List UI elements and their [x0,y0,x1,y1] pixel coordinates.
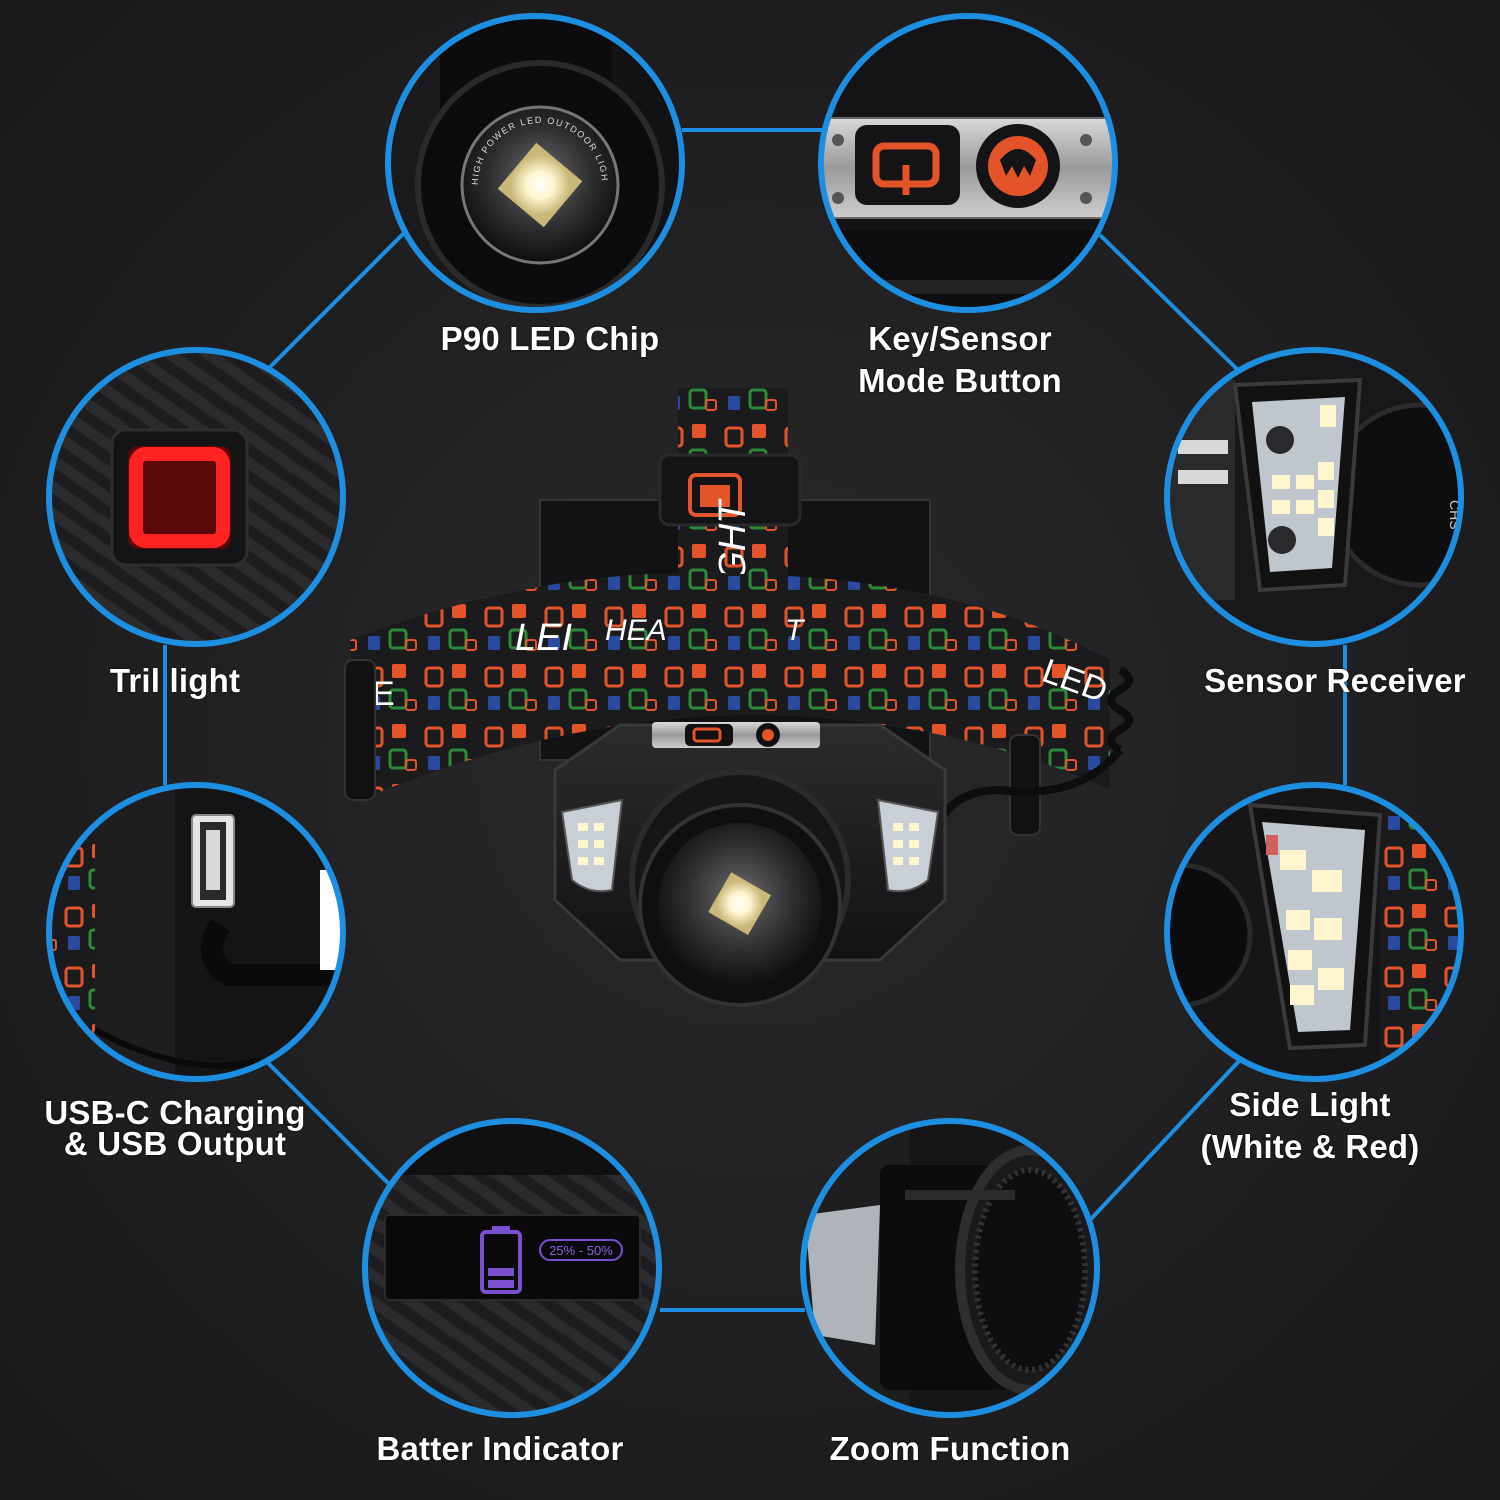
label-tail-light: Tril light [20,660,330,702]
circle-tail-light [46,347,346,647]
label-line: Batter Indicator [376,1430,624,1467]
main-led-chip [708,872,772,936]
label-line: Sensor Receiver [1204,662,1466,699]
p90-chip-icon [497,142,583,228]
usb-c-cable-icon [201,919,343,986]
label-zoom-function: Zoom Function [790,1428,1110,1470]
right-side-light [876,798,940,893]
left-side-light [560,798,624,893]
label-line: P90 LED Chip [440,320,660,357]
label-key-sensor-mode-button: Key/Sensor Mode Button [795,318,1125,402]
strap-print-side-left: E [372,675,395,713]
headlamp-product: DLIGHT LEI HEA T LED E [344,388,1133,1007]
circle-side-light [1164,782,1464,1082]
label-p90-led-chip: P90 LED Chip [385,318,715,360]
strap-print-center: HEA [605,614,667,647]
circle-p90-led-chip: HIGH POWER LED OUTDOOR LIGHT · CE ROHS F… [385,13,685,313]
connector-lines [163,128,1347,1312]
label-line: Mode Button [858,362,1062,400]
label-line: Zoom Function [829,1430,1071,1467]
label-usb-charging: USB-C Charging & USB Output [10,1094,340,1163]
label-sensor-receiver: Sensor Receiver [1180,660,1490,702]
label-line: Side Light [1229,1086,1391,1123]
strap-print-right: T [785,614,806,647]
label-line: USB-C Charging [44,1094,306,1131]
side-light-leds-icon [1280,850,1344,1005]
label-line: (White & Red) [1200,1128,1420,1166]
head-band [350,572,1110,800]
label-line: Key/Sensor [868,320,1052,357]
label-battery-indicator: Batter Indicator [345,1428,655,1470]
red-taillight-icon [129,447,230,548]
label-side-light: Side Light (White & Red) [1150,1084,1470,1168]
button-panel [652,722,820,748]
circle-zoom-function [800,1118,1100,1418]
battery-level-text: 25% - 50% [549,1243,613,1258]
label-line: & USB Output [63,1125,287,1163]
label-line: Tril light [109,662,241,699]
circle-sensor-receiver: CHS [1164,347,1464,647]
strap-print-left: LEI [515,617,572,659]
side-window-icon [805,1205,880,1345]
